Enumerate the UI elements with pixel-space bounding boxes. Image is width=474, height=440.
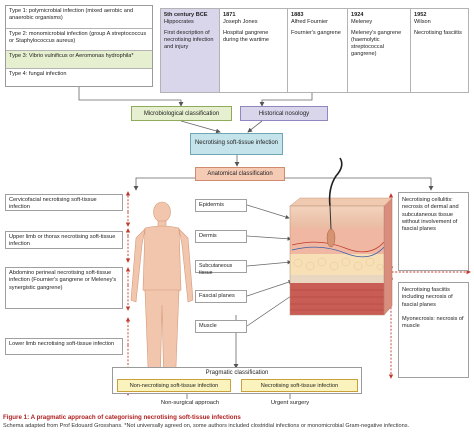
history-desc: Fournier's gangrene — [291, 29, 341, 36]
type-2-label: Type 2: monomicrobial infection (group A… — [9, 31, 147, 45]
micro-classification-label: Microbiological classification — [143, 110, 220, 117]
cellulitis-box: Necrotising cellulitis: necrosis of derm… — [398, 192, 469, 271]
human-figure — [130, 201, 194, 393]
history-desc: Meleney's gangrene (haemolytic streptoco… — [351, 29, 402, 58]
layer-label: Dermis — [199, 233, 217, 239]
non-necrotising-label: Non-necrotising soft-tissue infection — [129, 382, 219, 389]
region-label: Cervicofacial necrotising soft-tissue in… — [9, 197, 97, 211]
history-person: Wilson — [414, 19, 431, 26]
non-necrotising-box: Non-necrotising soft-tissue infection — [117, 379, 231, 392]
type-4-item: Type 4: fungal infection — [6, 69, 152, 86]
microbial-types-box: Type 1: polymicrobial infection (mixed a… — [5, 5, 153, 87]
history-person: Alfred Fournier — [291, 19, 328, 26]
history-col-3: 1883 Alfred Fournier Fournier's gangrene — [287, 9, 347, 92]
figure-caption-title: Figure 1: A pragmatic approach of catego… — [3, 414, 241, 421]
connector-history — [259, 93, 313, 107]
region-cervicofacial: Cervicofacial necrotising soft-tissue in… — [5, 194, 123, 211]
type-3-item: Type 3: Vibrio vulnificus or Aeromonas h… — [6, 51, 152, 69]
type-3-label: Type 3: Vibrio vulnificus or Aeromonas h… — [9, 53, 134, 59]
region-lower-limb: Lower limb necrotising soft-tissue infec… — [5, 338, 123, 355]
connector-micro-nsti — [180, 120, 221, 134]
micro-classification-box: Microbiological classification — [131, 106, 232, 121]
layer-subcutaneous: Subcutaneous tissue — [195, 260, 247, 276]
figure-caption-text: Schema adapted from Prof Edouard Grossha… — [3, 423, 410, 429]
history-desc: Necrotising fasciitis — [414, 29, 462, 36]
region-label: Abdomino perineal necrotising soft-tissu… — [9, 270, 117, 291]
connector-types — [78, 87, 184, 107]
historical-nosology-box: Historical nosology — [240, 106, 328, 121]
connector-anat-right — [285, 177, 434, 191]
fasciitis-text: Necrotising fasciitis including necrosis… — [402, 287, 453, 308]
necrotising-label: Necrotising soft-tissue infection — [260, 382, 339, 389]
necrotising-box: Necrotising soft-tissue infection — [241, 379, 358, 392]
historical-nosology-label: Historical nosology — [258, 110, 310, 117]
myonecrosis-text: Myonecrosis: necrosis of muscle — [402, 315, 464, 330]
type-2-item: Type 2: monomicrobial infection (group A… — [6, 29, 152, 51]
history-person: Joseph Jones — [223, 19, 258, 26]
history-col-4: 1924 Meleney Meleney's gangrene (haemoly… — [347, 9, 410, 92]
layer-muscle: Muscle — [195, 320, 247, 333]
pragmatic-title: Pragmatic classification — [205, 370, 269, 376]
region-label: Lower limb necrotising soft-tissue infec… — [9, 341, 115, 347]
layer-connectors — [246, 204, 295, 327]
nsti-box: Necrotising soft-tissue infection — [190, 133, 283, 155]
layer-label: Muscle — [199, 323, 217, 329]
history-person: Meleney — [351, 19, 373, 26]
history-desc: Hospital gangrene during the wartime — [223, 29, 270, 43]
anatomical-classification-box: Anatomical classification — [195, 167, 285, 181]
region-label: Upper limb or thorax necrotising soft-ti… — [9, 234, 116, 248]
anatomical-classification-label: Anatomical classification — [207, 171, 273, 177]
fasciitis-box: Necrotising fasciitis including necrosis… — [398, 282, 469, 378]
history-year: 5th century BCE — [164, 12, 208, 18]
region-abdomino-perineal: Abdomino perineal necrotising soft-tissu… — [5, 267, 123, 309]
history-col-2: 1871 Joseph Jones Hospital gangrene duri… — [219, 9, 287, 92]
type-1-label: Type 1: polymicrobial infection (mixed a… — [9, 8, 134, 22]
nsti-label: Necrotising soft-tissue infection — [194, 140, 279, 147]
history-box: 5th century BCE Hippocrates First descri… — [160, 8, 469, 93]
history-year: 1924 — [351, 12, 364, 18]
history-col-5: 1952 Wilson Necrotising fasciitis — [410, 9, 470, 92]
history-year: 1883 — [291, 12, 304, 18]
cellulitis-text: Necrotising cellulitis: necrosis of derm… — [402, 197, 459, 233]
layer-label: Epidermis — [199, 202, 224, 208]
history-person: Hippocrates — [164, 19, 194, 26]
history-year: 1952 — [414, 12, 427, 18]
skin-cross-section — [289, 157, 393, 316]
pragmatic-box: Pragmatic classification Non-necrotising… — [112, 367, 362, 394]
type-1-item: Type 1: polymicrobial infection (mixed a… — [6, 6, 152, 29]
layer-dermis: Dermis — [195, 230, 247, 243]
type-4-label: Type 4: fungal infection — [9, 71, 67, 77]
layer-label: Fascial planes — [199, 293, 235, 299]
urgent-surgery-label: Urgent surgery — [270, 400, 310, 406]
layer-epidermis: Epidermis — [195, 199, 247, 212]
layer-label: Subcutaneous tissue — [199, 263, 233, 276]
history-year: 1871 — [223, 12, 236, 18]
connector-anat-left — [133, 177, 195, 191]
connector-hist-nsti — [247, 120, 263, 133]
region-upper-limb: Upper limb or thorax necrotising soft-ti… — [5, 231, 123, 249]
history-col-1: 5th century BCE Hippocrates First descri… — [161, 9, 219, 92]
history-desc: First description of necrotising infecti… — [164, 29, 214, 51]
layer-fascial-planes: Fascial planes — [195, 290, 247, 303]
non-surgical-label: Non-surgical approach — [160, 400, 220, 406]
